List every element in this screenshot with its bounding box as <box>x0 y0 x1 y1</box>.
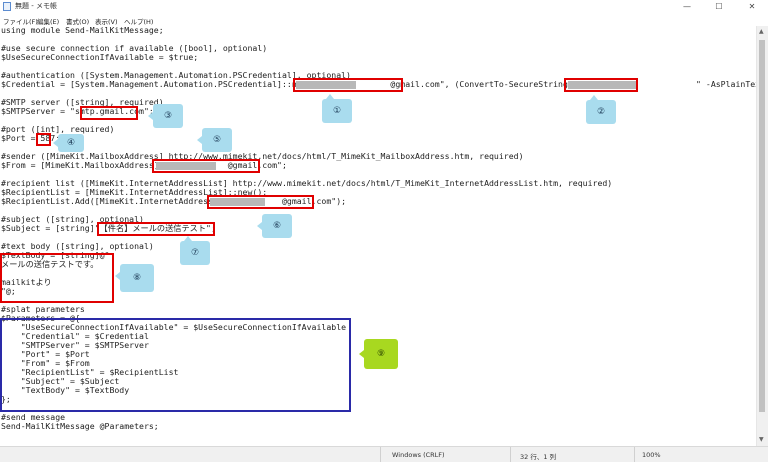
menu-file[interactable]: ファイル(F) <box>3 18 38 26</box>
menu-view[interactable]: 表示(V) <box>95 18 118 26</box>
redacted-password <box>568 81 636 89</box>
callout-tail <box>148 112 153 120</box>
scroll-down-icon[interactable]: ▼ <box>759 436 764 443</box>
menu-edit[interactable]: 編集(E) <box>37 18 60 26</box>
highlight-from-email <box>152 159 260 173</box>
callout-tail <box>115 272 120 280</box>
callout-tail <box>359 350 364 358</box>
callout-tail <box>53 139 58 147</box>
highlight-password <box>564 78 638 92</box>
highlight-parameters <box>0 318 351 412</box>
status-divider <box>634 447 635 462</box>
callout-3: ③ <box>148 104 183 128</box>
callout-1: ① <box>322 94 352 123</box>
notepad-icon <box>3 2 11 11</box>
callout-6-label: ⑥ <box>272 221 282 231</box>
scroll-thumb[interactable] <box>759 40 765 412</box>
callout-5: ⑤ <box>197 128 232 152</box>
callout-7-label: ⑦ <box>190 248 200 258</box>
callout-tail <box>326 94 334 99</box>
code-text[interactable]: using module Send-MailKitMessage; #use s… <box>1 26 757 431</box>
callout-9-label: ⑨ <box>376 349 386 359</box>
callout-3-label: ③ <box>163 111 173 121</box>
redacted-from-email <box>156 162 216 170</box>
title-bar: 無題 - メモ帳 — ☐ ✕ <box>0 0 768 15</box>
zoom-level: 100% <box>642 451 661 459</box>
callout-2: ② <box>586 95 616 124</box>
callout-tail <box>197 136 202 144</box>
redacted-credential-email <box>296 81 356 89</box>
status-divider <box>510 447 511 462</box>
cursor-position: 32 行、1 列 <box>520 453 557 461</box>
close-button[interactable]: ✕ <box>748 2 756 11</box>
highlight-text-body <box>0 253 114 303</box>
callout-1-label: ① <box>332 106 342 116</box>
callout-tail <box>257 222 262 230</box>
callout-2-label: ② <box>596 107 606 117</box>
highlight-subject <box>97 222 215 236</box>
highlight-credential-email <box>293 78 403 92</box>
callout-4-label: ④ <box>66 138 76 148</box>
menu-format[interactable]: 書式(O) <box>66 18 90 26</box>
callout-5-label: ⑤ <box>212 135 222 145</box>
window-title: 無題 - メモ帳 <box>15 2 57 10</box>
callout-9: ⑨ <box>359 339 398 369</box>
status-divider <box>380 447 381 462</box>
maximize-button[interactable]: ☐ <box>715 2 723 11</box>
callout-6: ⑥ <box>257 214 292 238</box>
highlight-recipient-email <box>207 195 314 209</box>
callout-8-label: ⑧ <box>132 273 142 283</box>
callout-4: ④ <box>53 134 84 152</box>
menu-help[interactable]: ヘルプ(H) <box>124 18 154 26</box>
scroll-up-icon[interactable]: ▲ <box>759 28 764 35</box>
callout-tail <box>184 236 192 241</box>
vertical-scrollbar[interactable]: ▲ ▼ <box>756 26 768 446</box>
callout-7: ⑦ <box>180 236 210 265</box>
text-editor[interactable]: using module Send-MailKitMessage; #use s… <box>0 26 757 446</box>
highlight-port <box>36 133 51 146</box>
callout-tail <box>590 95 598 100</box>
line-ending: Windows (CRLF) <box>392 451 445 459</box>
highlight-smtp-server <box>80 106 138 120</box>
callout-8: ⑧ <box>115 264 154 292</box>
minimize-button[interactable]: — <box>683 2 691 11</box>
redacted-recipient-email <box>210 198 265 206</box>
status-bar: Windows (CRLF) 32 行、1 列 100% <box>0 446 768 462</box>
